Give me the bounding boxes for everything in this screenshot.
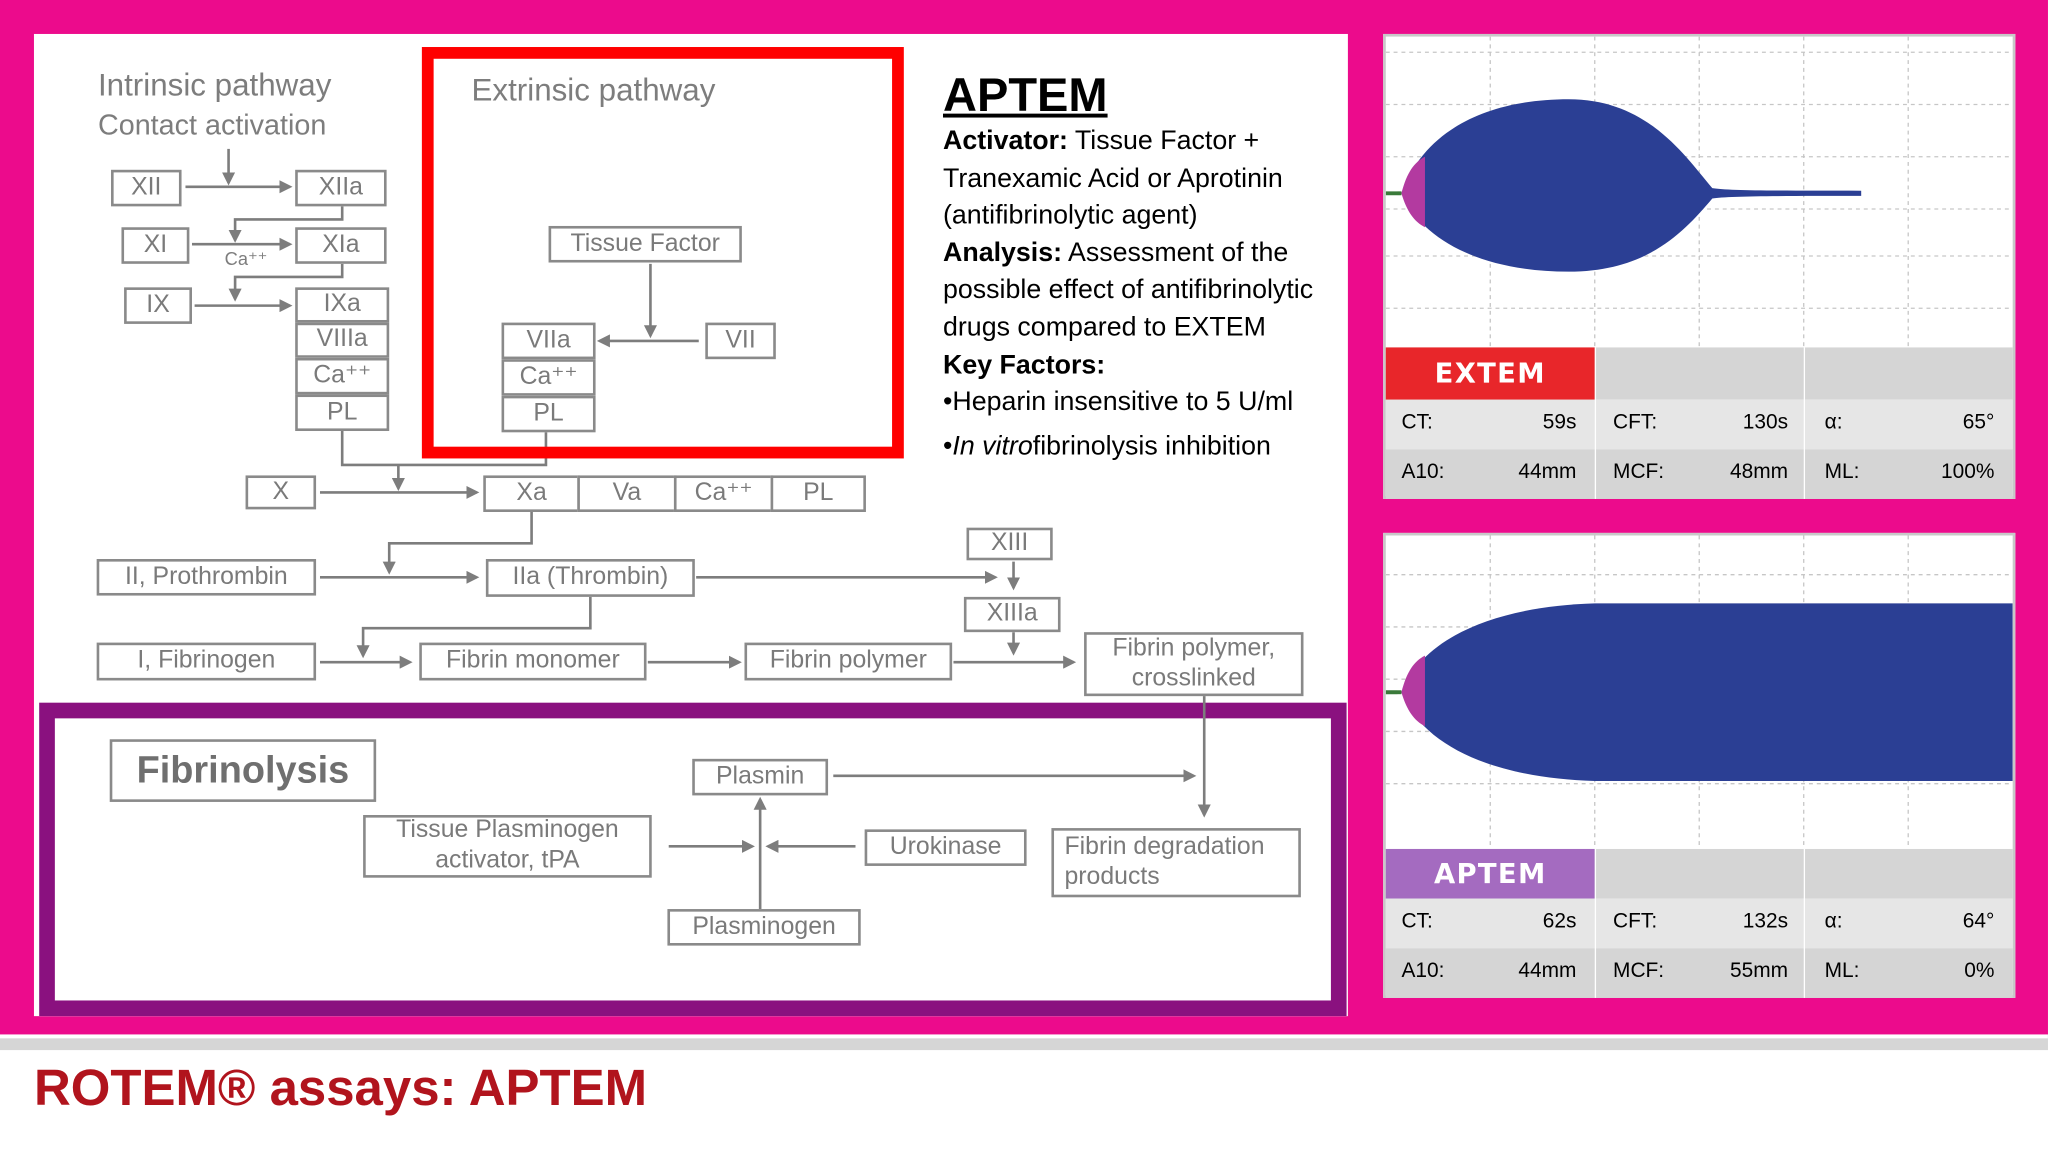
extem-row-2: A10: 44mm MCF: 48mm ML: 100% [1385,449,2013,499]
aptem-col-divider-2 [1803,848,1806,998]
box-xia: XIa [295,227,387,264]
extem-row-1: CT: 59s CFT: 130s α: 65° [1385,399,2013,450]
box-thrombin: IIa (Thrombin) [485,559,695,597]
activator-text: Tissue Factor + Tranexamic Acid or Aprot… [943,125,1283,231]
box-vii: VII [705,322,776,360]
box-xa: Xa [483,475,580,512]
bullet-fibrinolysis: •In vitrofibrinolysis inhibition [943,430,1271,461]
aptem-trace [1385,535,2013,849]
intrinsic-subtitle: Contact activation [97,108,327,142]
extem-trace [1385,36,2013,351]
box-fibrin-monomer: Fibrin monomer [419,642,647,681]
box-fibrin-degradation: Fibrin degradation products [1051,828,1301,898]
slide-title: ROTEM® assays: APTEM [33,1060,648,1117]
footer-divider [0,1038,2048,1051]
box-pl-intrinsic: PL [295,394,390,432]
analysis-text: Assessment of the possible effect of ant… [943,237,1314,343]
extem-col-divider-2 [1803,347,1806,499]
box-ca-common: Ca⁺⁺ [673,475,774,512]
aptem-row-2: A10: 44mm MCF: 55mm ML: 0% [1385,948,2013,998]
fibrinolysis-title: Fibrinolysis [109,739,377,802]
box-pl-common: PL [770,475,866,512]
extem-col-divider-1 [1594,347,1597,499]
box-xiii: XIII [966,527,1053,561]
box-xi: XI [121,227,190,264]
extem-temogram: EXTEM CT: 59s CFT: 130s α: 65° A10: 44mm… [1383,33,2016,499]
footer-bar [0,1034,2048,1152]
aptem-col-divider-1 [1594,848,1597,998]
box-fibrin-crosslinked: Fibrin polymer, crosslinked [1084,632,1304,697]
aptem-temogram: APTEM CT: 62s CFT: 132s α: 64° A10: 44mm… [1383,532,2016,998]
box-va: Va [577,475,677,512]
box-x: X [245,475,317,510]
extem-tag: EXTEM [1385,347,1595,400]
box-fibrinogen: I, Fibrinogen [96,642,317,681]
box-ixa: IXa [295,287,390,323]
box-urokinase: Urokinase [864,829,1027,866]
box-xii: XII [111,169,182,207]
aptem-row-1: CT: 62s CFT: 132s α: 64° [1385,898,2013,949]
bullet-heparin: •Heparin insensitive to 5 U/ml [943,386,1294,417]
box-xiiia: XIIIa [963,596,1061,633]
box-ix: IX [124,287,192,324]
box-fibrin-polymer: Fibrin polymer [744,642,953,681]
analysis-label: Analysis: [943,237,1063,268]
box-prothrombin: II, Prothrombin [96,559,317,596]
extrinsic-highlight-frame [421,47,904,459]
calcium-label: Ca⁺⁺ [224,248,268,270]
fibrinolysis-arrows [668,696,1211,910]
key-factors-label: Key Factors: [943,349,1106,380]
box-pl-extrinsic: PL [501,395,596,433]
box-xiia: XIIa [295,169,387,207]
aptem-description: Activator: Tissue Factor + Tranexamic Ac… [943,123,1335,466]
box-ca-intrinsic: Ca⁺⁺ [295,357,390,395]
activator-label: Activator: [943,125,1068,156]
box-viia: VIIa [501,322,596,360]
cascade-arrows [185,148,1077,669]
box-tpa: Tissue Plasminogen activator, tPA [363,815,652,878]
box-plasminogen: Plasminogen [667,909,861,946]
extrinsic-title: Extrinsic pathway [471,73,716,109]
aptem-heading: APTEM [943,67,1108,122]
box-viiia: VIIIa [295,322,390,358]
intrinsic-title: Intrinsic pathway [97,67,332,104]
aptem-tag: APTEM [1385,848,1595,899]
box-tissue-factor: Tissue Factor [548,225,742,263]
box-plasmin: Plasmin [692,758,829,796]
box-ca-extrinsic: Ca⁺⁺ [501,359,596,396]
